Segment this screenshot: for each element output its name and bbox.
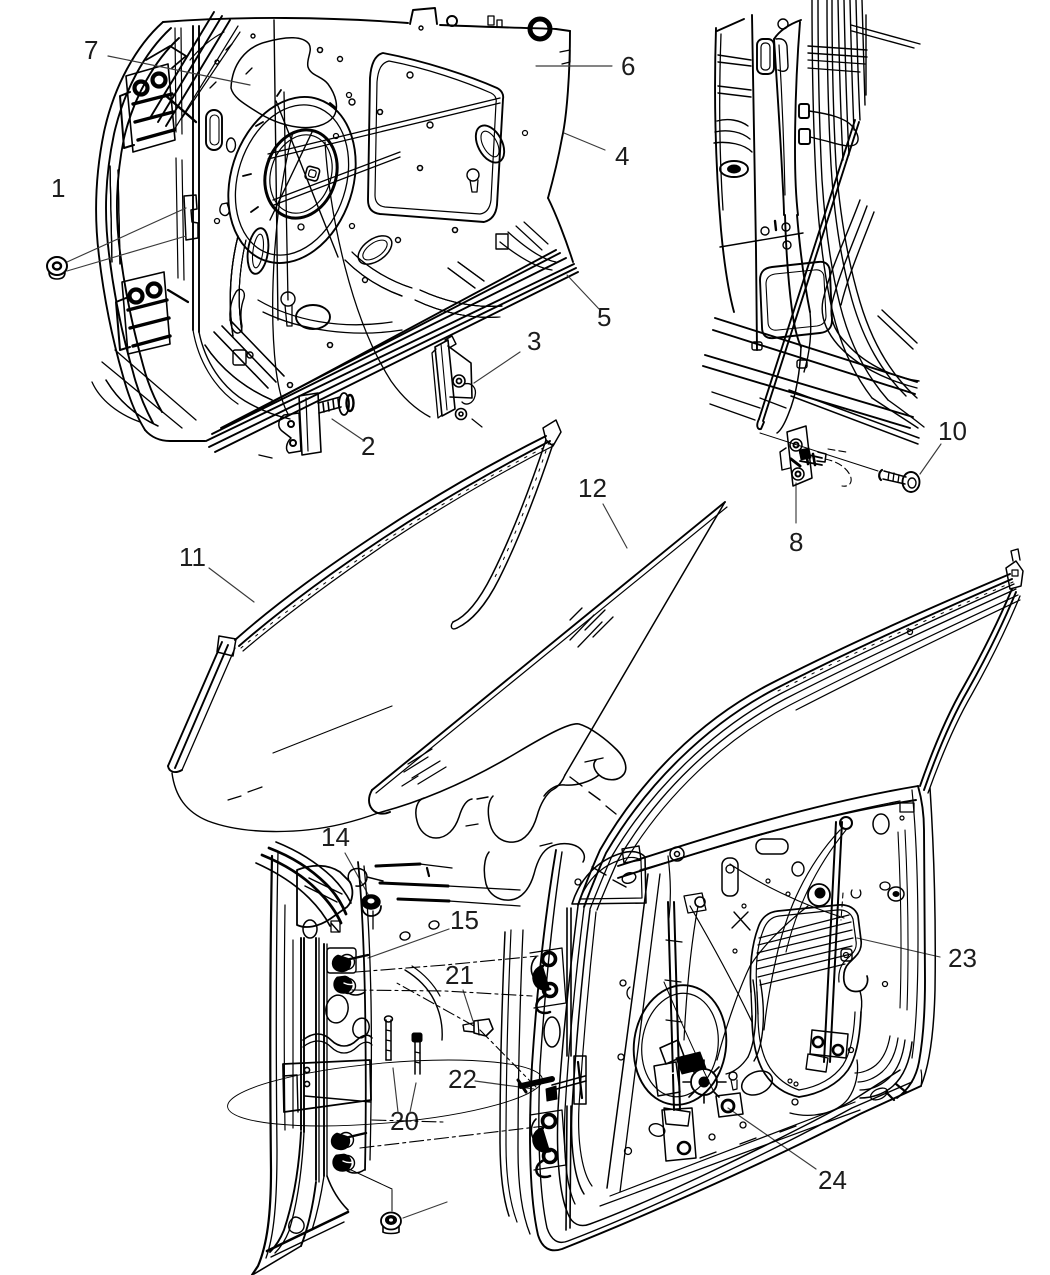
svg-text:2: 2 — [361, 431, 375, 461]
svg-text:8: 8 — [789, 527, 803, 557]
svg-text:7: 7 — [84, 35, 98, 65]
svg-text:5: 5 — [597, 302, 611, 332]
svg-text:11: 11 — [179, 542, 206, 572]
svg-text:12: 12 — [578, 473, 607, 503]
svg-text:1: 1 — [51, 173, 65, 203]
svg-text:23: 23 — [948, 943, 977, 973]
svg-text:15: 15 — [450, 905, 479, 935]
svg-text:14: 14 — [321, 822, 350, 852]
svg-text:24: 24 — [818, 1165, 847, 1195]
svg-text:4: 4 — [615, 141, 629, 171]
svg-text:10: 10 — [938, 416, 967, 446]
svg-text:3: 3 — [527, 326, 541, 356]
svg-text:22: 22 — [448, 1064, 477, 1094]
svg-text:6: 6 — [621, 51, 635, 81]
